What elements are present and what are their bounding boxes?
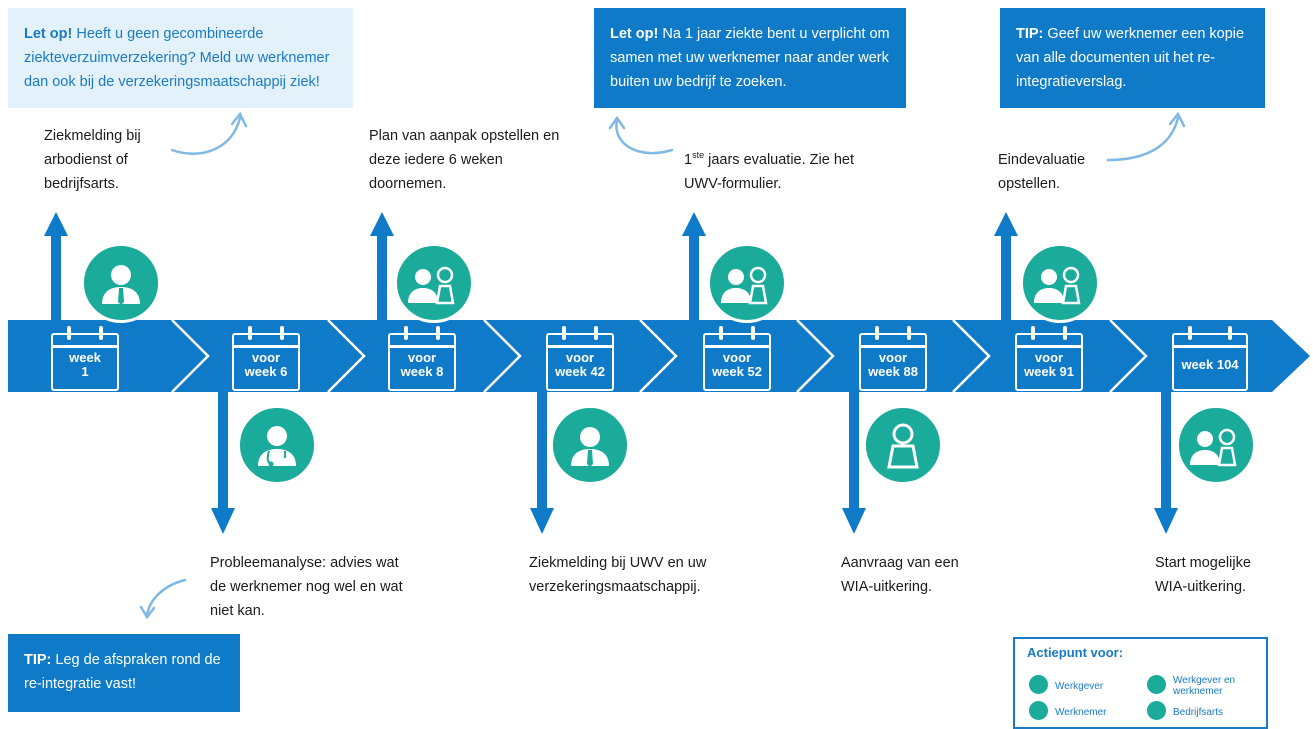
werkgever-en-werknemer-icon xyxy=(1147,675,1166,694)
chevron-divider xyxy=(483,319,522,393)
arrow-up-shaft xyxy=(689,232,699,320)
werkgever-en-werknemer-icon xyxy=(394,243,474,323)
calendar-line1: voor xyxy=(878,350,908,365)
calendar-week-52: voor week 52 xyxy=(703,326,771,391)
arrow-down-head xyxy=(1154,508,1178,534)
calendar-week-1: week 1 xyxy=(51,326,119,391)
action-text-week-1: Ziekmelding bij arbodienst of bedrijfsar… xyxy=(44,128,141,192)
chevron-divider xyxy=(639,319,678,393)
arrow-up-head xyxy=(682,212,706,236)
calendar-week-91: voor week 91 xyxy=(1015,326,1083,391)
calendar-line2: week 88 xyxy=(868,364,918,379)
werkgever-en-werknemer-icon xyxy=(1020,243,1100,323)
callout-prefix: Let op! xyxy=(610,26,659,42)
bedrijfsarts-icon xyxy=(237,405,317,485)
calendar-line2: week 104 xyxy=(1181,357,1239,372)
callout-let-op-ander-werk: Let op! Na 1 jaar ziekte bent u verplich… xyxy=(594,8,906,108)
legend-item-bedrijfsarts: Bedrijfsarts xyxy=(1173,707,1224,718)
chevron-divider xyxy=(1109,319,1148,393)
calendar-week-104: week 104 xyxy=(1172,326,1248,391)
chevron-divider xyxy=(796,319,835,393)
calendar-line1: voor xyxy=(1034,350,1064,365)
calendar-line1: voor xyxy=(565,350,595,365)
arrow-up-head xyxy=(44,212,68,236)
timeline-arrow xyxy=(8,320,1310,392)
calendar-line1: voor xyxy=(251,350,281,365)
callout-let-op-verzekering: Let op! Heeft u geen gecombineerde ziekt… xyxy=(8,8,353,108)
action-text: jaars evaluatie. Zie het UWV-formulier. xyxy=(684,152,855,192)
calendar-line2: 1 xyxy=(81,364,89,379)
action-text-week-104: Start mogelijke WIA-uitkering. xyxy=(1155,555,1251,595)
werkgever-en-werknemer-icon xyxy=(707,243,787,323)
arrow-up-head xyxy=(370,212,394,236)
callout-tip-afspraken: TIP: Leg de afspraken rond de re-integra… xyxy=(8,634,240,712)
action-ordinal: 1 xyxy=(684,152,693,168)
calendar-line1: week xyxy=(69,350,101,365)
werkgever-icon xyxy=(550,405,630,485)
action-text-week-42: Ziekmelding bij UWV en uw verzekeringsma… xyxy=(529,555,707,595)
calendar-week-6: voor week 6 xyxy=(232,326,300,391)
calendar-week-88: voor week 88 xyxy=(859,326,927,391)
calendar-line2: week 52 xyxy=(712,364,762,379)
arrow-down-head xyxy=(211,508,235,534)
action-text-week-52: 1ste jaars evaluatie. Zie het UWV-formul… xyxy=(684,148,859,196)
legend-item-werknemer: Werknemer xyxy=(1055,707,1107,718)
chevron-divider xyxy=(327,319,366,393)
callout-tip-kopie: TIP: Geef uw werknemer een kopie van all… xyxy=(1000,8,1265,108)
calendar-line2: week 6 xyxy=(244,364,288,379)
werknemer-icon xyxy=(863,405,943,485)
calendar-line1: voor xyxy=(722,350,752,365)
arrow-up-head xyxy=(994,212,1018,236)
callout-prefix: TIP: xyxy=(1016,26,1044,42)
action-ordinal-suffix: ste xyxy=(692,150,705,161)
callout-text: Na 1 jaar ziekte bent u verplicht om sam… xyxy=(610,26,890,90)
bedrijfsarts-icon xyxy=(1147,701,1166,720)
action-text-week-88: Aanvraag van een WIA-uitkering. xyxy=(841,555,959,595)
action-text-week-91: Eindevaluatie opstellen. xyxy=(998,152,1086,192)
werkgever-en-werknemer-icon xyxy=(1176,405,1256,485)
callout-text: Leg de afspraken rond de re-integratie v… xyxy=(24,652,221,692)
callout-prefix: Let op! xyxy=(24,26,73,42)
calendar-week-42: voor week 42 xyxy=(546,326,614,391)
arrow-down-shaft xyxy=(849,392,859,510)
calendar-line2: week 42 xyxy=(555,364,605,379)
werknemer-icon xyxy=(1029,701,1048,720)
arrow-down-shaft xyxy=(1161,392,1171,510)
callout-prefix: TIP: xyxy=(24,652,52,668)
callout-text: Geef uw werknemer een kopie van alle doc… xyxy=(1016,26,1245,90)
werkgever-icon xyxy=(1029,675,1048,694)
chevron-divider xyxy=(952,319,991,393)
werkgever-icon xyxy=(81,243,161,323)
arrow-down-head xyxy=(530,508,554,534)
action-text-week-8: Plan van aanpak opstellen en deze iedere… xyxy=(369,128,560,192)
calendar-line1: voor xyxy=(407,350,437,365)
calendar-line2: week 91 xyxy=(1024,364,1074,379)
chevron-divider xyxy=(171,319,210,393)
arrow-up-shaft xyxy=(377,232,387,320)
action-text-week-6: Probleemanalyse: advies wat de werknemer… xyxy=(210,555,403,619)
legend-title: Actiepunt voor: xyxy=(1027,645,1124,660)
arrow-up-shaft xyxy=(51,232,61,320)
arrow-up-shaft xyxy=(1001,232,1011,320)
arrow-down-shaft xyxy=(218,392,228,510)
calendar-line2: week 8 xyxy=(400,364,444,379)
legend-item-werkgever: Werkgever xyxy=(1055,681,1104,692)
arrow-down-shaft xyxy=(537,392,547,510)
callout-text: Heeft u geen gecombineerde ziekteverzuim… xyxy=(24,26,330,90)
legend-item-werkgever-en-werknemer: Werkgever en werknemer xyxy=(1173,675,1236,697)
legend: Actiepunt voor: Werkgever Werkgever en w… xyxy=(1013,637,1268,729)
calendar-week-8: voor week 8 xyxy=(388,326,456,391)
arrow-down-head xyxy=(842,508,866,534)
